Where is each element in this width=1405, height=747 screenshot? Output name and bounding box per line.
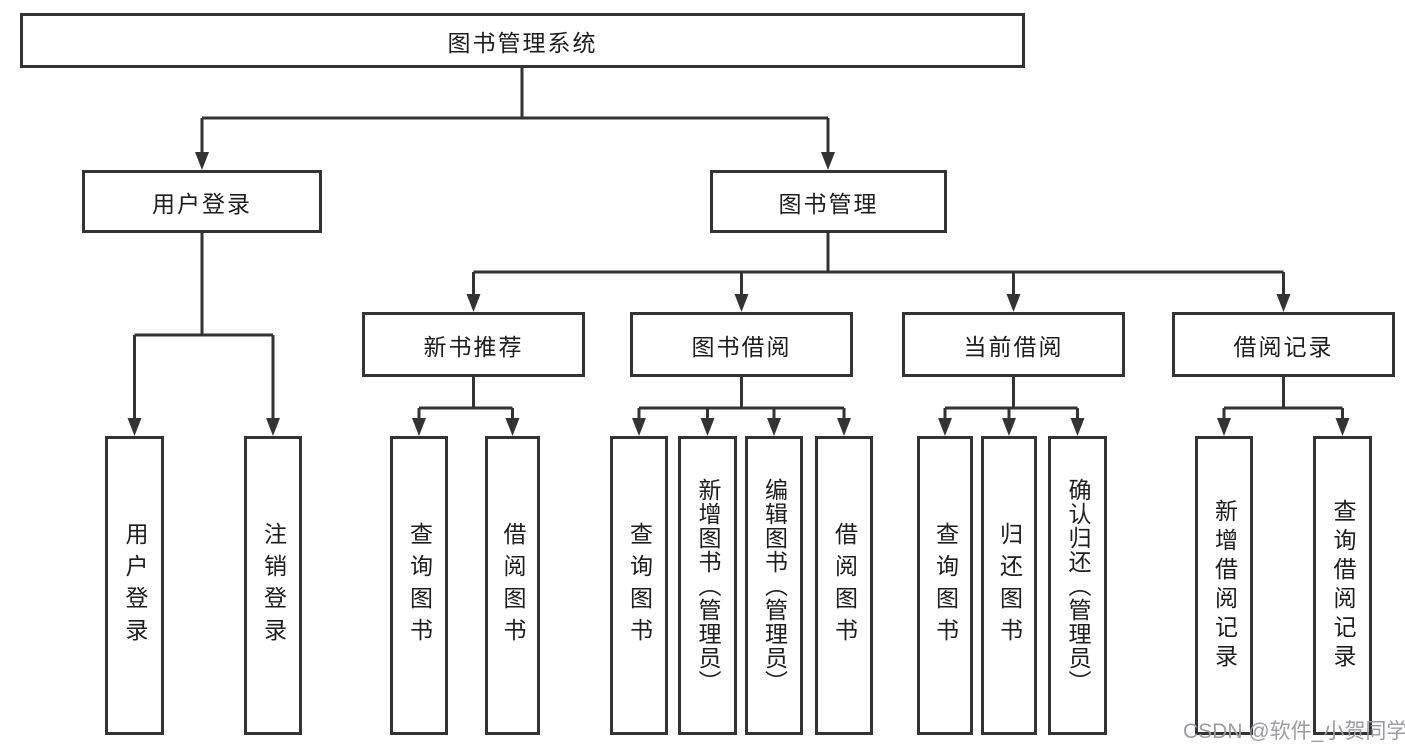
arrowhead-group — [127, 152, 1350, 436]
node-label: 归还图书 — [996, 521, 1023, 650]
node-label: 用户登录 — [122, 521, 148, 650]
node-return-book: 归还图书 — [981, 436, 1037, 735]
node-label: 查询图书 — [932, 521, 959, 650]
node-current-borrow: 当前借阅 — [902, 312, 1125, 377]
node-label: 查询图书 — [626, 521, 653, 650]
csdn-watermark: CSDN @软件_小贺同学 — [1183, 720, 1405, 743]
node-current-query-book: 查询图书 — [917, 436, 973, 735]
node-recommend-borrow-book: 借阅图书 — [485, 436, 540, 735]
node-book-borrow: 图书借阅 — [630, 312, 853, 377]
node-label: 当前借阅 — [963, 333, 1064, 360]
node-library-management-system: 图书管理系统 — [20, 13, 1025, 68]
node-confirm-return-admin: 确认归还（管理员） — [1048, 436, 1107, 735]
node-label: 图书借阅 — [691, 333, 792, 360]
node-add-borrow-record: 新增借阅记录 — [1195, 436, 1253, 735]
node-label: 图书管理 — [778, 190, 879, 217]
node-label: 用户登录 — [152, 190, 252, 217]
node-label: 编辑图书（管理员） — [761, 477, 788, 694]
node-label: 借阅图书 — [500, 521, 526, 650]
node-borrow-book-action: 借阅图书 — [815, 436, 873, 735]
node-label: 借阅图书 — [831, 521, 858, 650]
node-borrow-records: 借阅记录 — [1172, 312, 1395, 377]
node-label: 查询图书 — [406, 521, 433, 650]
node-book-management: 图书管理 — [710, 170, 947, 233]
node-label: 新增借阅记录 — [1211, 498, 1238, 673]
node-label: 查询借阅记录 — [1330, 498, 1356, 673]
node-label: 确认归还（管理员） — [1065, 477, 1091, 694]
node-label: 借阅记录 — [1233, 333, 1334, 360]
node-recommend-query-book: 查询图书 — [390, 436, 448, 735]
node-user-login-action: 用户登录 — [105, 436, 164, 735]
node-user-login: 用户登录 — [82, 170, 322, 233]
node-label: 新增图书（管理员） — [695, 477, 721, 694]
node-label: 新书推荐 — [423, 333, 524, 360]
node-query-borrow-record: 查询借阅记录 — [1313, 436, 1372, 735]
node-borrow-query-book: 查询图书 — [610, 436, 668, 735]
node-edit-book-admin: 编辑图书（管理员） — [745, 436, 803, 735]
node-new-book-recommend: 新书推荐 — [362, 312, 585, 377]
node-add-book-admin: 新增图书（管理员） — [678, 436, 737, 735]
node-label: 注销登录 — [260, 521, 287, 650]
node-logout-action: 注销登录 — [244, 436, 302, 735]
node-label: 图书管理系统 — [447, 29, 598, 56]
